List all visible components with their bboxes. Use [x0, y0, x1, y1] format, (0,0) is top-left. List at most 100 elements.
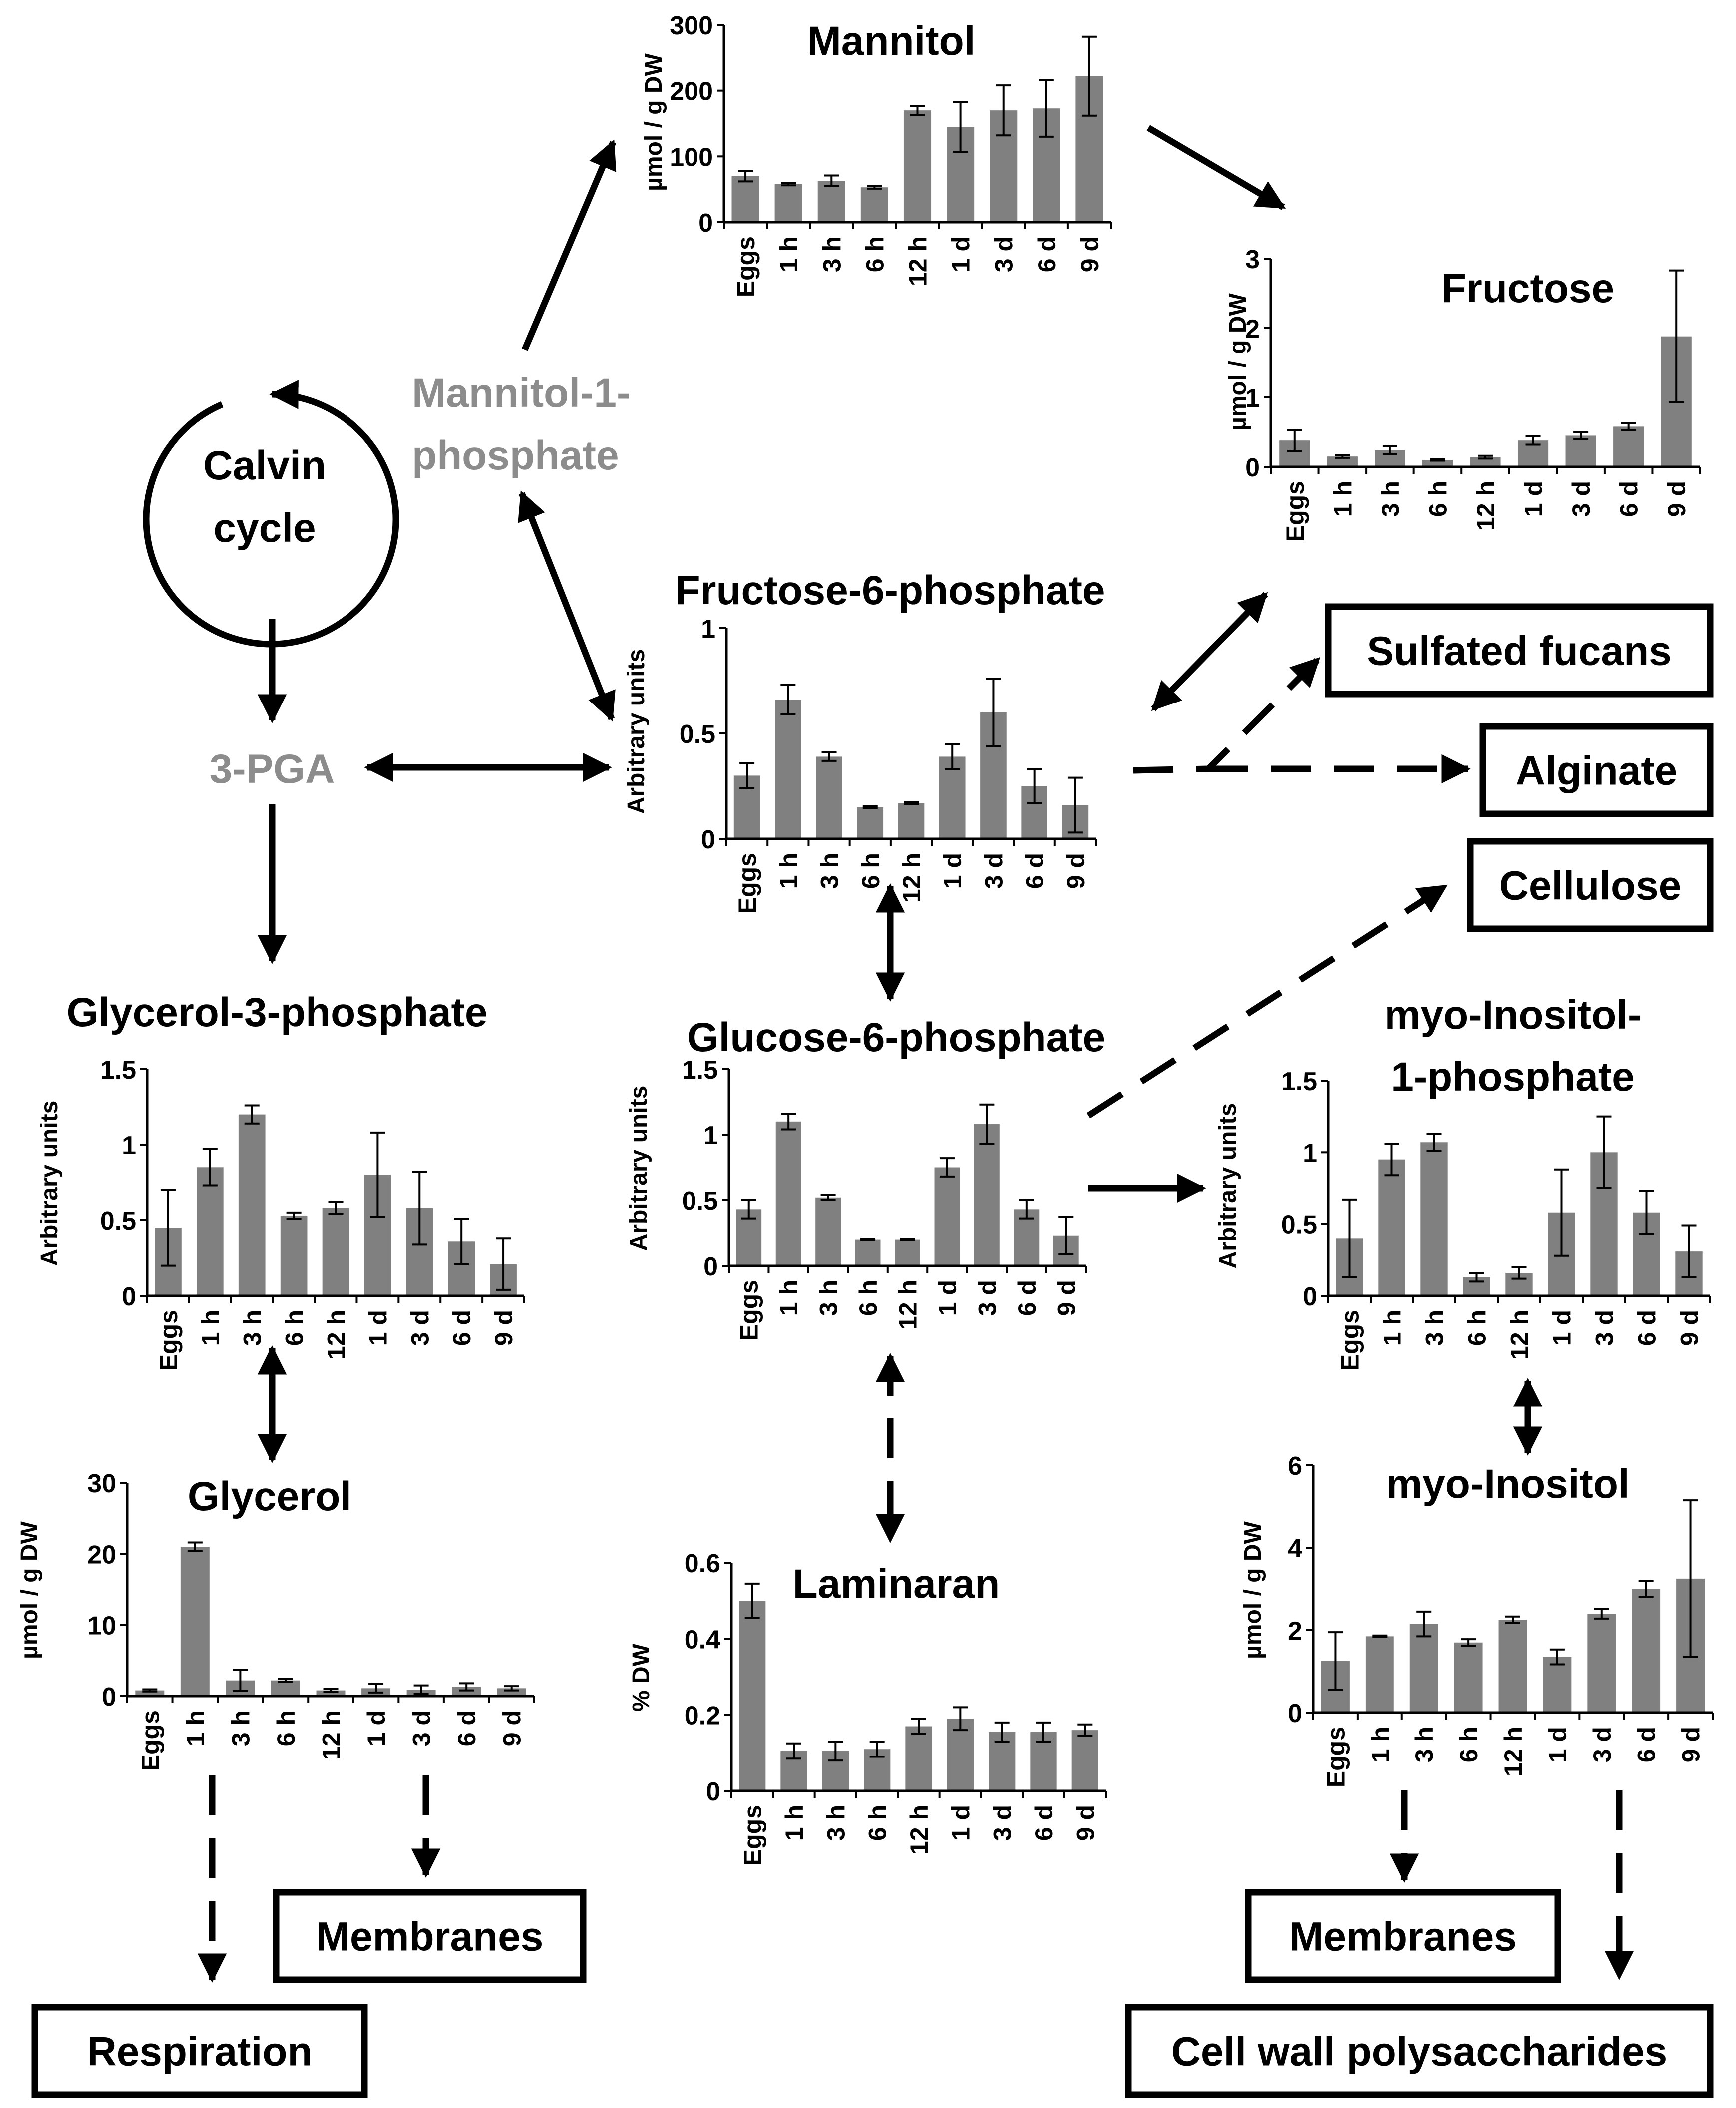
x-tick-label: 9 d	[1677, 1727, 1705, 1762]
bar	[316, 1690, 346, 1696]
x-tick-label: 1 d	[947, 1805, 975, 1841]
error-bar	[1430, 458, 1445, 462]
error-bar	[323, 1688, 339, 1693]
error-bar	[233, 1669, 248, 1693]
y-tick-label: 0	[1303, 1282, 1317, 1311]
arrow-m1p-f6p	[518, 490, 616, 722]
x-tick-label: 1 h	[774, 853, 802, 889]
bar	[238, 1114, 266, 1296]
y-tick-label: 300	[670, 11, 713, 40]
x-tick-label: 6 d	[1615, 481, 1643, 517]
error-bar	[741, 1199, 756, 1220]
box-cellulose: Cellulose	[1467, 838, 1714, 932]
error-bar	[328, 1201, 344, 1215]
box-frame	[1125, 2004, 1714, 2098]
box-respiration: Respiration	[31, 2004, 368, 2098]
y-tick-label: 0	[102, 1683, 116, 1712]
x-tick-label: 3 h	[822, 1805, 850, 1841]
x-tick-label: 6 h	[864, 1805, 892, 1841]
error-bar	[142, 1688, 158, 1693]
y-tick-label: 0.5	[682, 1187, 718, 1216]
box-alginate: Alginate	[1479, 723, 1714, 817]
y-tick-label: 0.5	[100, 1207, 136, 1236]
x-tick-label: 9 d	[1062, 853, 1090, 889]
bar	[1378, 1159, 1405, 1296]
x-tick-label: 6 h	[272, 1710, 300, 1746]
x-tick-label: Eggs	[739, 1805, 767, 1866]
x-tick-label: 6 h	[1463, 1310, 1491, 1346]
y-tick-label: 0.5	[1281, 1211, 1317, 1240]
error-bar	[1683, 1499, 1698, 1658]
y-tick-label: 1	[122, 1131, 136, 1160]
x-tick-label: 3 d	[1591, 1310, 1619, 1346]
error-bar	[1081, 35, 1097, 117]
y-axis-label: % DW	[628, 1643, 655, 1712]
x-tick-label: 6 h	[854, 1280, 882, 1316]
bar	[898, 803, 925, 839]
x-tick-label: 9 d	[1052, 1280, 1080, 1316]
x-tick-label: 1 h	[775, 236, 803, 272]
error-bar	[739, 762, 755, 789]
x-tick-label: 3 h	[1377, 481, 1404, 517]
box-label: Respiration	[87, 2029, 312, 2075]
x-tick-label: 12 h	[318, 1710, 346, 1760]
x-tick-label: 6 d	[1021, 853, 1049, 889]
error-bar	[945, 743, 960, 770]
x-tick-label: 6 d	[453, 1710, 481, 1746]
error-bar	[996, 84, 1011, 137]
box-frame	[1245, 1889, 1561, 1983]
box-cell-wall: Cell wall polysaccharides	[1125, 2004, 1714, 2098]
y-tick-label: 0	[122, 1282, 136, 1311]
y-tick-label: 10	[87, 1612, 116, 1641]
x-tick-label: 6 d	[1013, 1280, 1041, 1316]
error-bar	[1554, 1168, 1569, 1257]
error-bar	[781, 1113, 796, 1131]
y-tick-label: 4	[1288, 1534, 1302, 1563]
y-tick-label: 20	[87, 1540, 116, 1569]
bar	[731, 176, 759, 222]
y-tick-label: 0.4	[685, 1625, 720, 1654]
error-bar	[413, 1684, 429, 1695]
error-bar	[1549, 1648, 1565, 1666]
error-bar	[1573, 431, 1589, 440]
x-tick-label: 1 h	[182, 1710, 210, 1746]
error-bar	[1621, 422, 1636, 431]
error-bar	[1594, 1608, 1609, 1620]
y-tick-label: 2	[1288, 1617, 1302, 1646]
x-tick-label: 1 d	[362, 1710, 390, 1746]
error-bar	[994, 1721, 1010, 1743]
x-tick-label: 3 d	[1567, 481, 1595, 517]
y-tick-label: 6	[1288, 1452, 1302, 1481]
x-tick-label: 3 h	[239, 1310, 267, 1346]
y-axis-label: Arbitrary units	[36, 1101, 63, 1266]
calvin-cycle-circle	[143, 380, 399, 648]
y-tick-label: 0.2	[685, 1702, 720, 1731]
bar	[1498, 1620, 1527, 1713]
box-frame	[1325, 603, 1714, 698]
bar	[857, 807, 884, 839]
x-tick-label: 1 d	[1548, 1310, 1576, 1346]
error-bar	[1638, 1580, 1654, 1598]
error-bar	[1525, 435, 1541, 446]
x-tick-label: 9 d	[1676, 1310, 1704, 1346]
x-tick-label: Eggs	[1322, 1727, 1350, 1787]
error-bar	[979, 1103, 995, 1145]
x-tick-label: 3 d	[408, 1710, 436, 1746]
box-membranes-left: Membranes	[273, 1889, 587, 1983]
error-bar	[1077, 1723, 1093, 1737]
y-axis-label: Arbitrary units	[1215, 1103, 1241, 1269]
y-tick-label: 30	[87, 1469, 116, 1498]
x-tick-label: 9 d	[1663, 481, 1691, 517]
bar	[1365, 1636, 1394, 1713]
error-bar	[370, 1131, 385, 1218]
y-tick-label: 0.6	[685, 1549, 720, 1578]
bar	[895, 1239, 920, 1266]
error-bar	[1511, 1266, 1527, 1280]
x-tick-label: Eggs	[735, 1280, 763, 1341]
error-bar	[744, 1582, 760, 1619]
error-bar	[781, 182, 796, 187]
y-axis-label: µmol / g DW	[1225, 293, 1251, 430]
